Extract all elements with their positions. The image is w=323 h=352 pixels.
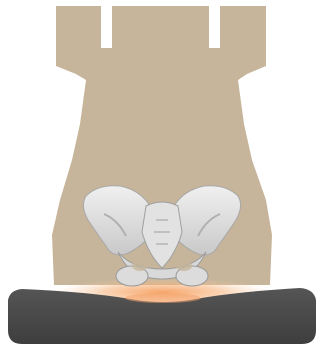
cushion-contact (125, 293, 201, 303)
left-obturator (132, 261, 148, 271)
right-obturator (176, 261, 192, 271)
